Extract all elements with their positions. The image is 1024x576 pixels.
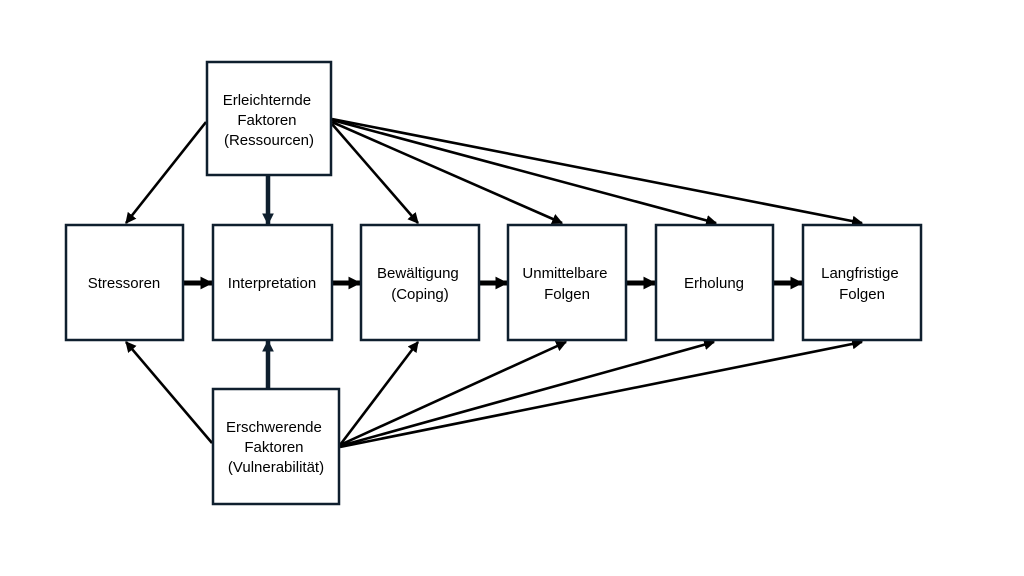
svg-text:Langfristige Folgen: Langfristige Folgen: [821, 265, 903, 303]
svg-text:Interpretation: Interpretation: [228, 275, 316, 292]
node-facilitating-factors-line-1: Erleichternde: [223, 92, 311, 109]
node-recovery-box: [654, 223, 775, 342]
node-stressors-box: [64, 223, 185, 342]
node-coping-line-2: (Coping): [391, 286, 449, 303]
node-facilitating-factors: Erleichternde Faktoren (Ressourcen): [205, 60, 333, 177]
arrow-aggravating-to-immediate: [339, 340, 567, 447]
node-facilitating-factors-line-2: Faktoren: [237, 112, 296, 129]
svg-text:Bewältigung (Coping): Bewältigung (Coping): [377, 265, 463, 303]
node-aggravating-factors-line-1: Erschwerende: [226, 419, 322, 436]
svg-text:Erschwerende Faktoren: Erschwerende Faktoren (Vulnerabilität): [226, 419, 326, 476]
svg-text:Unmittelbare Folgen: Unmittelbare Folgen: [522, 265, 611, 303]
node-immediate-consequences: Unmittelbare Folgen: [506, 223, 628, 342]
node-coping-line-1: Bewältigung: [377, 265, 459, 282]
arrow-aggravating-to-stressors: [125, 341, 213, 444]
arrow-facilitating-to-recovery: [331, 118, 718, 226]
node-facilitating-factors-box: [205, 60, 333, 177]
node-stressors: Stressoren: [64, 223, 185, 342]
node-aggravating-factors-box: [211, 387, 341, 506]
node-long-term-consequences-line-1: Langfristige: [821, 265, 899, 282]
node-facilitating-factors-line-3: (Ressourcen): [224, 132, 314, 149]
arrow-aggravating-to-coping: [338, 341, 420, 446]
node-coping: Bewältigung (Coping): [359, 223, 481, 342]
arrow-facilitating-to-stressors: [124, 121, 208, 224]
arrows-layer: [124, 117, 864, 449]
node-long-term-consequences-line-2: Folgen: [839, 286, 885, 303]
node-aggravating-factors-line-3: (Vulnerabilität): [228, 459, 324, 476]
arrow-facilitating-to-coping: [331, 123, 419, 224]
node-coping-box: [359, 223, 481, 342]
node-immediate-consequences-line-2: Folgen: [544, 286, 590, 303]
arrow-aggravating-to-recovery: [339, 339, 716, 448]
node-long-term-consequences-box: [801, 223, 923, 342]
node-immediate-consequences-box: [506, 223, 628, 342]
node-recovery: Erholung: [654, 223, 775, 342]
node-aggravating-factors-line-2: Faktoren: [244, 439, 303, 456]
node-immediate-consequences-line-1: Unmittelbare: [522, 265, 607, 282]
node-interpretation: Interpretation: [211, 223, 334, 342]
svg-text:Erleichternde Faktoren: Erleichternde Faktoren (Ressourcen): [223, 92, 316, 149]
node-recovery-line-1: Erholung: [684, 275, 744, 292]
node-interpretation-box: [211, 223, 334, 342]
svg-text:Erholung: Erholung: [684, 275, 744, 292]
node-long-term-consequences: Langfristige Folgen: [801, 223, 923, 342]
arrow-aggravating-to-longterm: [339, 338, 864, 449]
arrow-facilitating-to-immediate: [331, 120, 563, 225]
svg-text:Stressoren: Stressoren: [88, 275, 161, 292]
node-stressors-line-1: Stressoren: [88, 275, 161, 292]
node-aggravating-factors: Erschwerende Faktoren (Vulnerabilität): [211, 387, 341, 506]
arrow-facilitating-to-longterm: [331, 117, 864, 227]
node-interpretation-line-1: Interpretation: [228, 275, 316, 292]
